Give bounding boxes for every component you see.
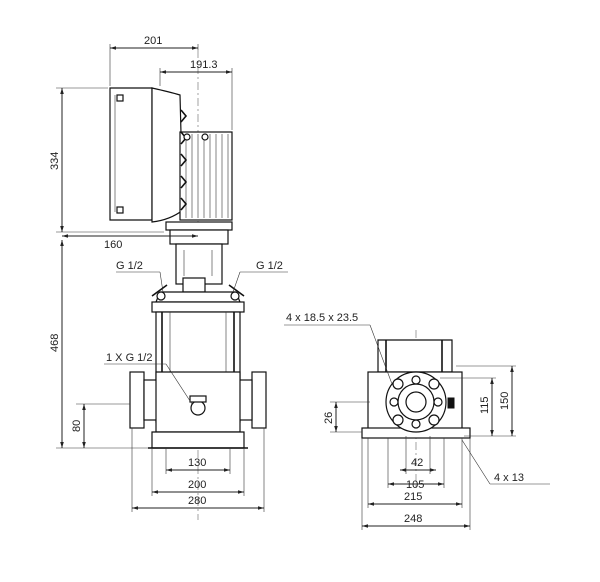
dim-150: 150 [456,365,516,437]
dim-215: 215 [367,438,463,508]
coupling [165,221,233,293]
inlet-outlet-flanges [129,371,267,433]
dim-label-42: 42 [411,457,423,469]
dim-191-3: 191.3 [159,59,233,130]
flange-circle [385,371,447,433]
base [148,431,248,449]
dim-label-115: 115 [479,396,491,414]
dim-200: 200 [151,448,245,496]
dim-label-105: 105 [406,479,424,491]
dim-label-248: 248 [404,513,422,525]
port-label-right: G 1/2 [256,260,283,272]
dim-130: 130 [165,448,231,474]
motor [109,87,233,223]
dim-468: 468 [49,240,148,449]
slot-label: 4 x 18.5 x 23.5 [284,312,393,385]
dim-248: 248 [361,438,471,530]
dim-label-215: 215 [404,491,422,503]
dim-label-280: 280 [188,495,206,507]
dim-label-334: 334 [49,152,61,170]
dim-label-130: 130 [188,457,206,469]
dim-280: 280 [131,428,265,512]
dim-label-80: 80 [71,420,83,432]
side-column [377,339,453,373]
dim-label-191-3: 191.3 [190,59,218,71]
dim-label-150: 150 [499,392,511,410]
dim-201: 201 [109,35,199,86]
dim-label-160: 160 [104,239,122,251]
dim-115: 115 [440,377,496,437]
bolt-label-text: 4 x 13 [494,472,524,484]
inlet-label: 1 X G 1/2 [104,352,193,405]
inlet-label-text: 1 X G 1/2 [106,352,152,364]
dim-105: 105 [387,438,445,491]
side-view: 4 x 18.5 x 23.5 26 115 150 42 [284,312,550,530]
dim-334: 334 [49,87,164,233]
dim-label-468: 468 [49,334,61,352]
pump-head [151,284,245,313]
dim-42: 42 [400,436,436,474]
dim-160: 160 [62,234,198,251]
slot-label-text: 4 x 18.5 x 23.5 [286,312,358,324]
dim-80: 80 [71,403,130,448]
dim-label-201: 201 [144,35,162,47]
port-labels: G 1/2 G 1/2 [116,260,288,293]
dim-26: 26 [323,401,370,433]
dim-label-200: 200 [188,479,206,491]
bolt-label: 4 x 13 [461,439,550,485]
side-plug [447,397,455,409]
dim-label-26: 26 [323,412,335,424]
front-view: 201 191.3 334 160 G 1/2 G 1/2 [49,35,288,520]
port-label-left: G 1/2 [116,260,143,272]
